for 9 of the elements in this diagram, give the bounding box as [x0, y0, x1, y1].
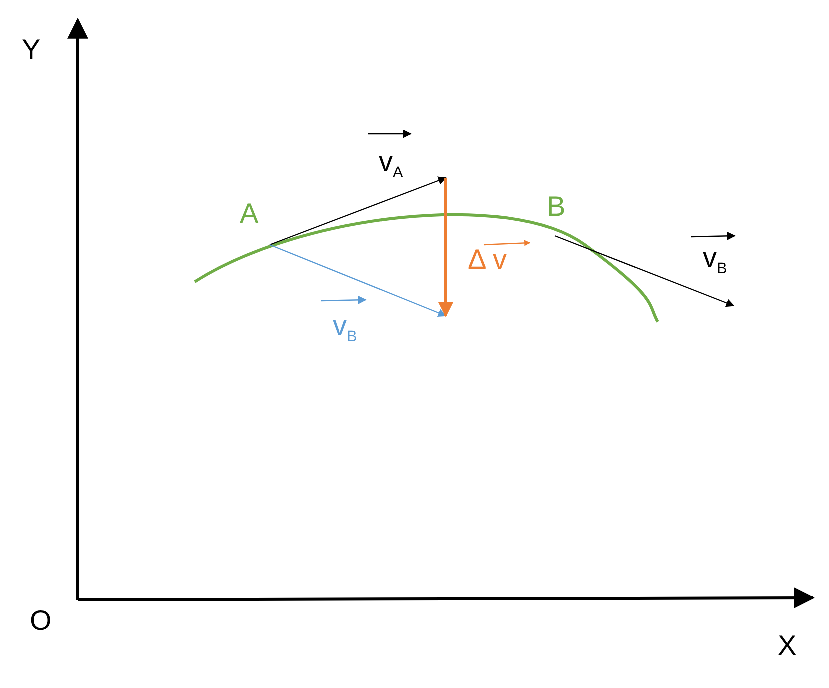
axis-label: X: [778, 632, 797, 660]
vector-label: Δ v: [468, 246, 507, 274]
axis-label: Y: [22, 36, 41, 64]
vector-label: v$_{B}$: [333, 312, 358, 345]
vector-label: v$_{B}$: [703, 244, 728, 277]
vector-label: v$_{A}$: [379, 148, 404, 181]
point-label: B: [547, 193, 566, 221]
axis-label: O: [30, 607, 52, 635]
point-label: A: [240, 200, 259, 228]
